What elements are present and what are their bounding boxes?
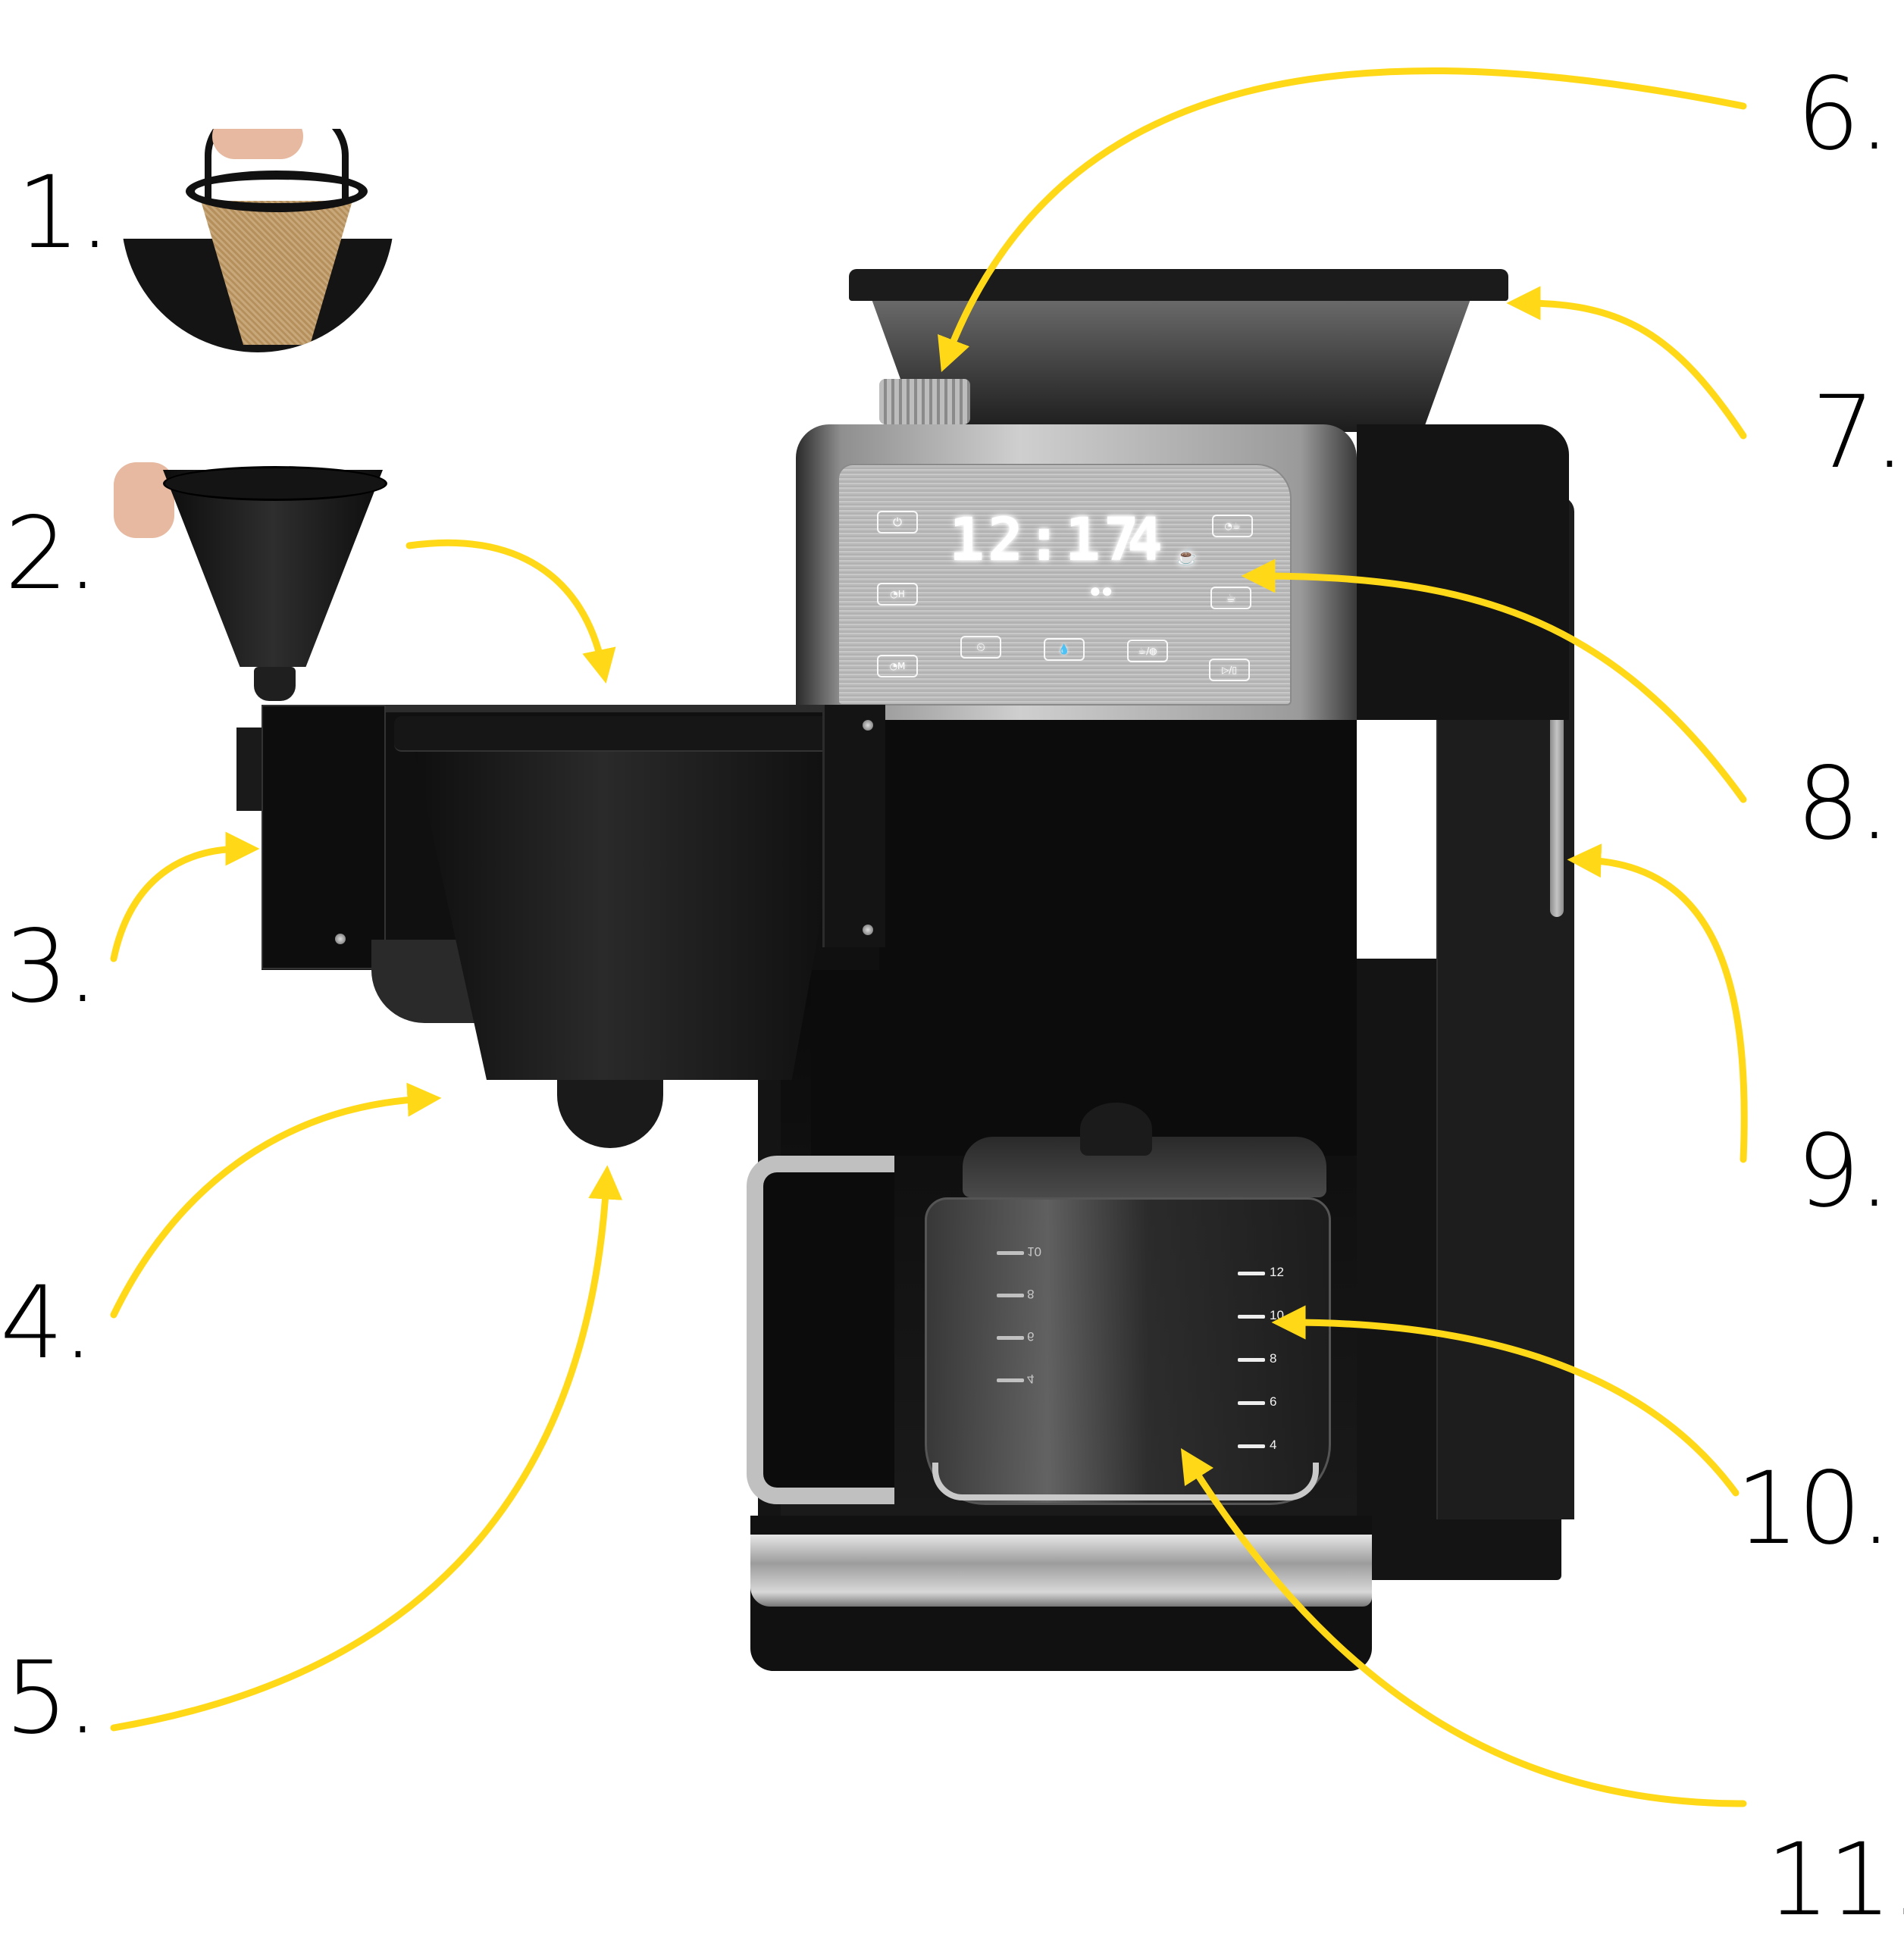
filter-holder-hinge [822,705,885,947]
cup-icon: ☕ [1176,547,1198,566]
callout-number-5: 5. [5,1640,99,1757]
callout-number-11: 11. [1766,1822,1904,1938]
hand [212,129,303,159]
scale-label-mirrored: 10 [1027,1244,1041,1259]
machine-head-side [1357,424,1569,720]
timer-icon: ⏲ [960,636,1001,659]
carafe-lid-knob [1080,1103,1152,1156]
scale-label: 10 [1270,1308,1284,1322]
drip-stop-valve [557,1080,663,1148]
steel-base-strip [750,1535,1372,1607]
callout-number-3: 3. [5,909,99,1025]
carafe-glass: 12 10 8 6 4 10 8 6 4 [925,1197,1331,1505]
inset-filter-cone [114,455,390,705]
display-cups: 4 [1127,506,1166,574]
descale-drop-icon: 💧 [1044,638,1085,661]
delay-brew-icon: ◔☕ [1212,515,1253,537]
scale-label: 4 [1270,1438,1277,1452]
arrow-9 [1567,843,1748,1163]
grind-knob [879,379,970,424]
filter-basket [408,724,856,1080]
scale-label: 8 [1270,1351,1277,1366]
power-icon: ⏻ [877,511,918,534]
display-time: 12:17 [949,506,1142,574]
hopper-lid [849,269,1508,301]
filter-basket-rim [394,716,856,752]
callout-number-10: 10. [1736,1450,1892,1567]
coffee-beans-icon: ●● [1089,579,1113,602]
scale-label-mirrored: 4 [1027,1372,1035,1386]
callout-number-9: 9. [1796,1113,1890,1230]
callout-number-1: 1. [17,155,111,271]
scale-label: 12 [1270,1265,1284,1279]
start-stop-icon: ▷/▯ [1209,659,1250,681]
filter-rim [186,171,368,212]
arrow-7 [1506,286,1747,440]
inset-gold-filter [121,129,394,352]
filter-handle [205,129,349,212]
arrow-2 [406,539,616,684]
arrow-5 [110,1165,623,1732]
carafe-handle [747,1156,894,1504]
filter-cavity [811,716,1357,1156]
clock-minute-icon: ◔M [877,655,918,677]
filter-holder-door [261,705,386,969]
ground-or-beans-icon: ☕/◍ [1127,640,1168,662]
carafe-steel-ring [932,1463,1319,1500]
filter-cone-rim [163,466,387,501]
scale-label: 6 [1270,1394,1277,1409]
arrow-3 [110,831,260,962]
cup-select-icon: ☕ [1210,587,1251,609]
hand [114,462,174,538]
arrow-4 [110,1082,442,1319]
filter-cone-valve [254,667,296,701]
callout-number-2: 2. [5,496,99,612]
clock-hour-icon: ◔H [877,583,918,605]
callout-number-6: 6. [1796,56,1890,173]
callout-number-8: 8. [1796,746,1890,862]
callout-number-4: 4. [0,1265,94,1381]
scale-label-mirrored: 6 [1027,1329,1035,1344]
control-panel: ⏻ ◔H ◔M ⏲ 💧 ☕/◍ ◔☕ ☕ ▷/▯ 12:17 4 ☕ ●● [838,464,1292,706]
scale-label-mirrored: 8 [1027,1287,1035,1301]
callout-number-7: 7. [1812,374,1904,491]
